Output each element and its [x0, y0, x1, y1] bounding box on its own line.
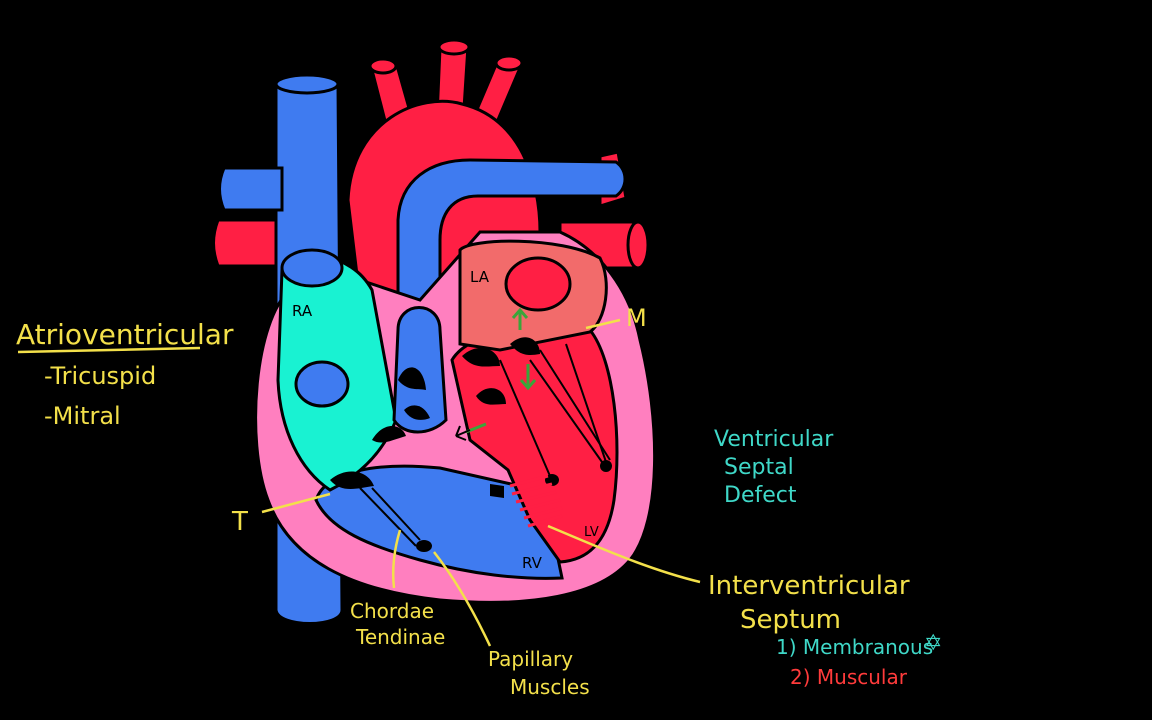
ra-opening-lower — [294, 360, 350, 408]
chordae-lines — [359, 343, 611, 547]
septum-muscular: 2) Muscular — [790, 665, 908, 689]
leader-lines — [261, 318, 701, 647]
chordae-label-2: Tendinae — [355, 625, 445, 649]
atrioventricular-underline — [17, 346, 201, 354]
label-ra: RA — [292, 302, 313, 320]
chordae-label-1: Chordae — [350, 599, 434, 623]
mitral-marker: M — [626, 304, 647, 332]
label-rv: RV — [522, 554, 543, 572]
blood-flow-arrow-dark — [455, 425, 471, 441]
la-opening — [504, 256, 572, 312]
septum-label-2: Septum — [740, 605, 841, 635]
atrioventricular-mitral: -Mitral — [44, 402, 121, 430]
septum-star-icon: ✡ — [924, 631, 942, 656]
papillary-label-2: Muscles — [510, 675, 590, 699]
atrioventricular-title: Atrioventricular — [16, 318, 234, 351]
atrioventricular-tricuspid: -Tricuspid — [44, 362, 156, 390]
vsd-label-1: Ventricular — [714, 427, 834, 452]
septum-membranous: 1) Membranous — [776, 635, 933, 659]
vsd-label-3: Defect — [724, 483, 797, 508]
valve-leaflets — [330, 337, 612, 552]
vena-cava-top-opening — [274, 73, 340, 95]
papillary-label-1: Papillary — [488, 647, 573, 671]
tricuspid-marker: T — [231, 507, 248, 537]
vsd-label-2: Septal — [724, 455, 794, 480]
ra-opening-upper — [280, 248, 344, 288]
pulmonary-valve-region — [392, 306, 448, 434]
septum-label-1: Interventricular — [708, 571, 910, 601]
brachiocephalic-vein — [218, 166, 284, 212]
label-lv: LV — [584, 525, 599, 540]
label-la: LA — [470, 268, 490, 286]
septal-defect-hatch — [509, 474, 563, 528]
